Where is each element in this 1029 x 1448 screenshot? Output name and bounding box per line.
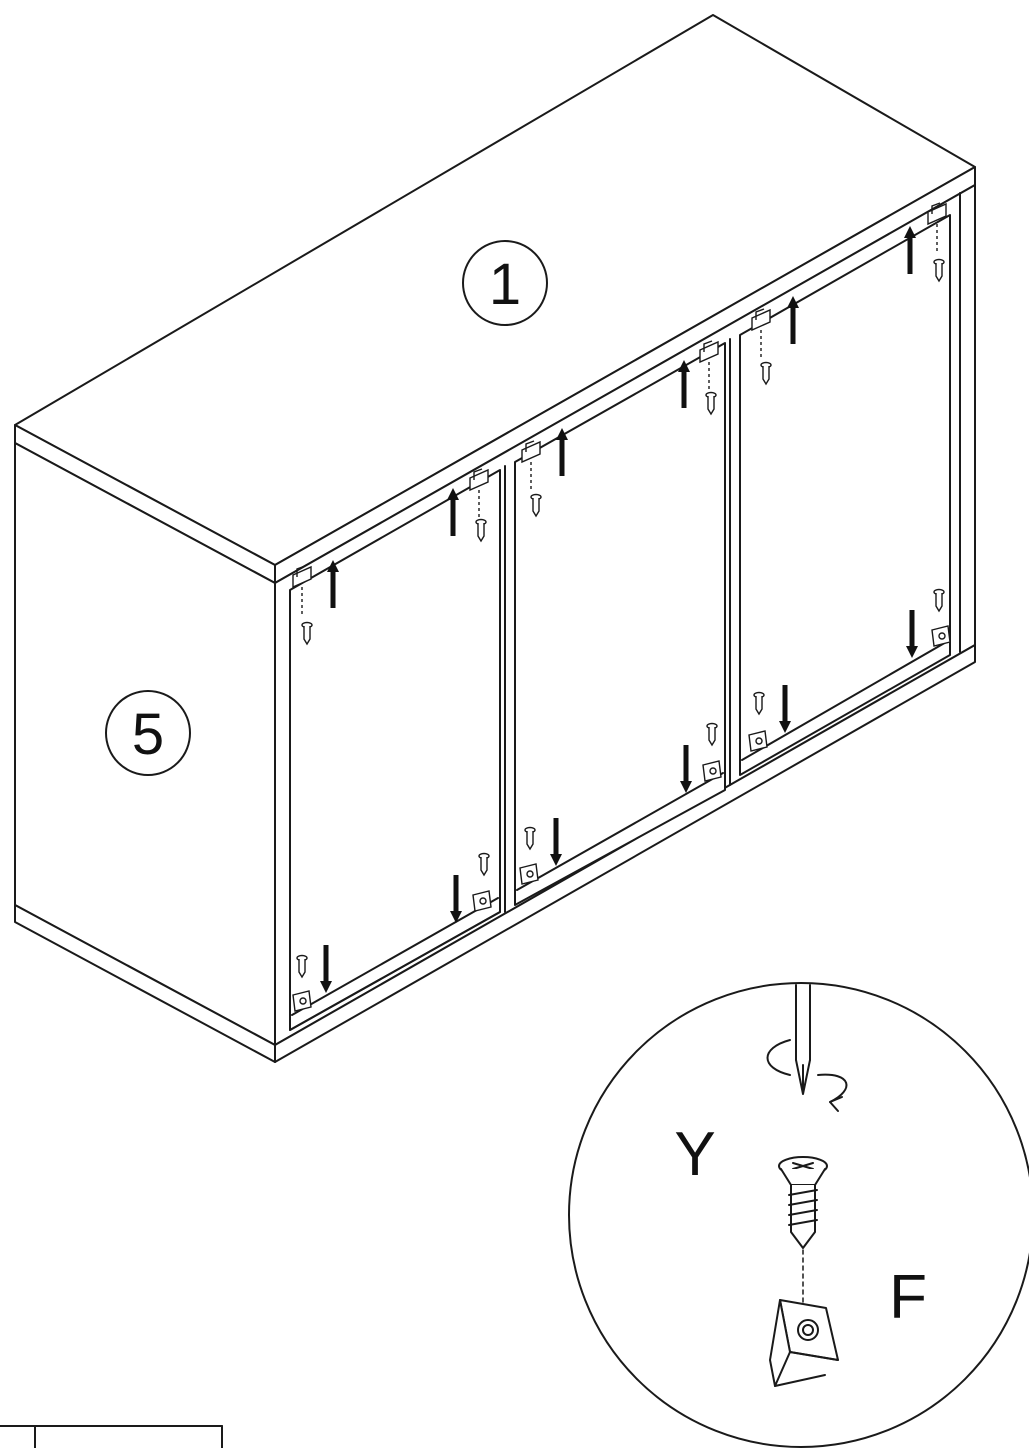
screw-top-5 (760, 361, 772, 386)
top-bracket-4 (699, 340, 719, 390)
arrow-up-icon (447, 488, 459, 536)
fasteners-layer (292, 202, 951, 1012)
screw-top-1 (301, 621, 313, 646)
arrow-up-icon (787, 296, 799, 344)
screw-top-6 (933, 258, 945, 283)
screw-bottom-2 (478, 852, 490, 877)
label-part-1: 1 (462, 240, 548, 326)
back-opening-right (739, 214, 951, 776)
screwdriver-icon (766, 984, 848, 1112)
arrow-up-icon (556, 428, 568, 476)
bottom-bracket-6 (931, 625, 951, 647)
arrow-down-icon (320, 945, 332, 993)
bottom-bracket-5 (748, 730, 768, 752)
bottom-bracket-3 (519, 863, 539, 885)
back-opening-middle (514, 342, 726, 906)
arrow-down-icon (550, 818, 562, 866)
arrow-down-icon (906, 610, 918, 658)
screw-top-4 (705, 391, 717, 416)
bottom-bracket-1 (292, 990, 312, 1012)
tool-label-y: Y (674, 1120, 715, 1189)
top-bracket-3 (521, 440, 541, 490)
arrow-up-icon (327, 560, 339, 608)
part-number-5: 5 (132, 702, 164, 767)
screw-top-2 (475, 518, 487, 543)
label-part-5: 5 (105, 690, 191, 776)
table-fragment (0, 1425, 223, 1448)
cabinet (14, 14, 976, 1063)
arrow-down-icon (450, 875, 462, 923)
arrow-down-icon (680, 745, 692, 793)
screw-bottom-3 (524, 826, 536, 851)
screw-bottom-4 (706, 722, 718, 747)
top-bracket-5 (751, 308, 771, 358)
screw-icon (778, 1156, 828, 1306)
screw-bottom-1 (296, 954, 308, 979)
screw-top-3 (530, 493, 542, 518)
bracket-label-f: F (889, 1263, 927, 1332)
arrow-up-icon (678, 360, 690, 408)
part-number-1: 1 (489, 252, 521, 317)
arrow-down-icon (779, 685, 791, 733)
bottom-bracket-4 (702, 760, 722, 782)
screw-bottom-6 (933, 588, 945, 613)
detail-callout: Y F (568, 982, 1029, 1448)
angle-bracket-icon (769, 1299, 839, 1387)
top-bracket-2 (469, 468, 489, 518)
arrow-up-icon (904, 226, 916, 274)
screw-bottom-5 (753, 691, 765, 716)
bottom-bracket-2 (472, 890, 492, 912)
top-bracket-1 (292, 565, 312, 615)
top-bracket-6 (927, 202, 947, 252)
